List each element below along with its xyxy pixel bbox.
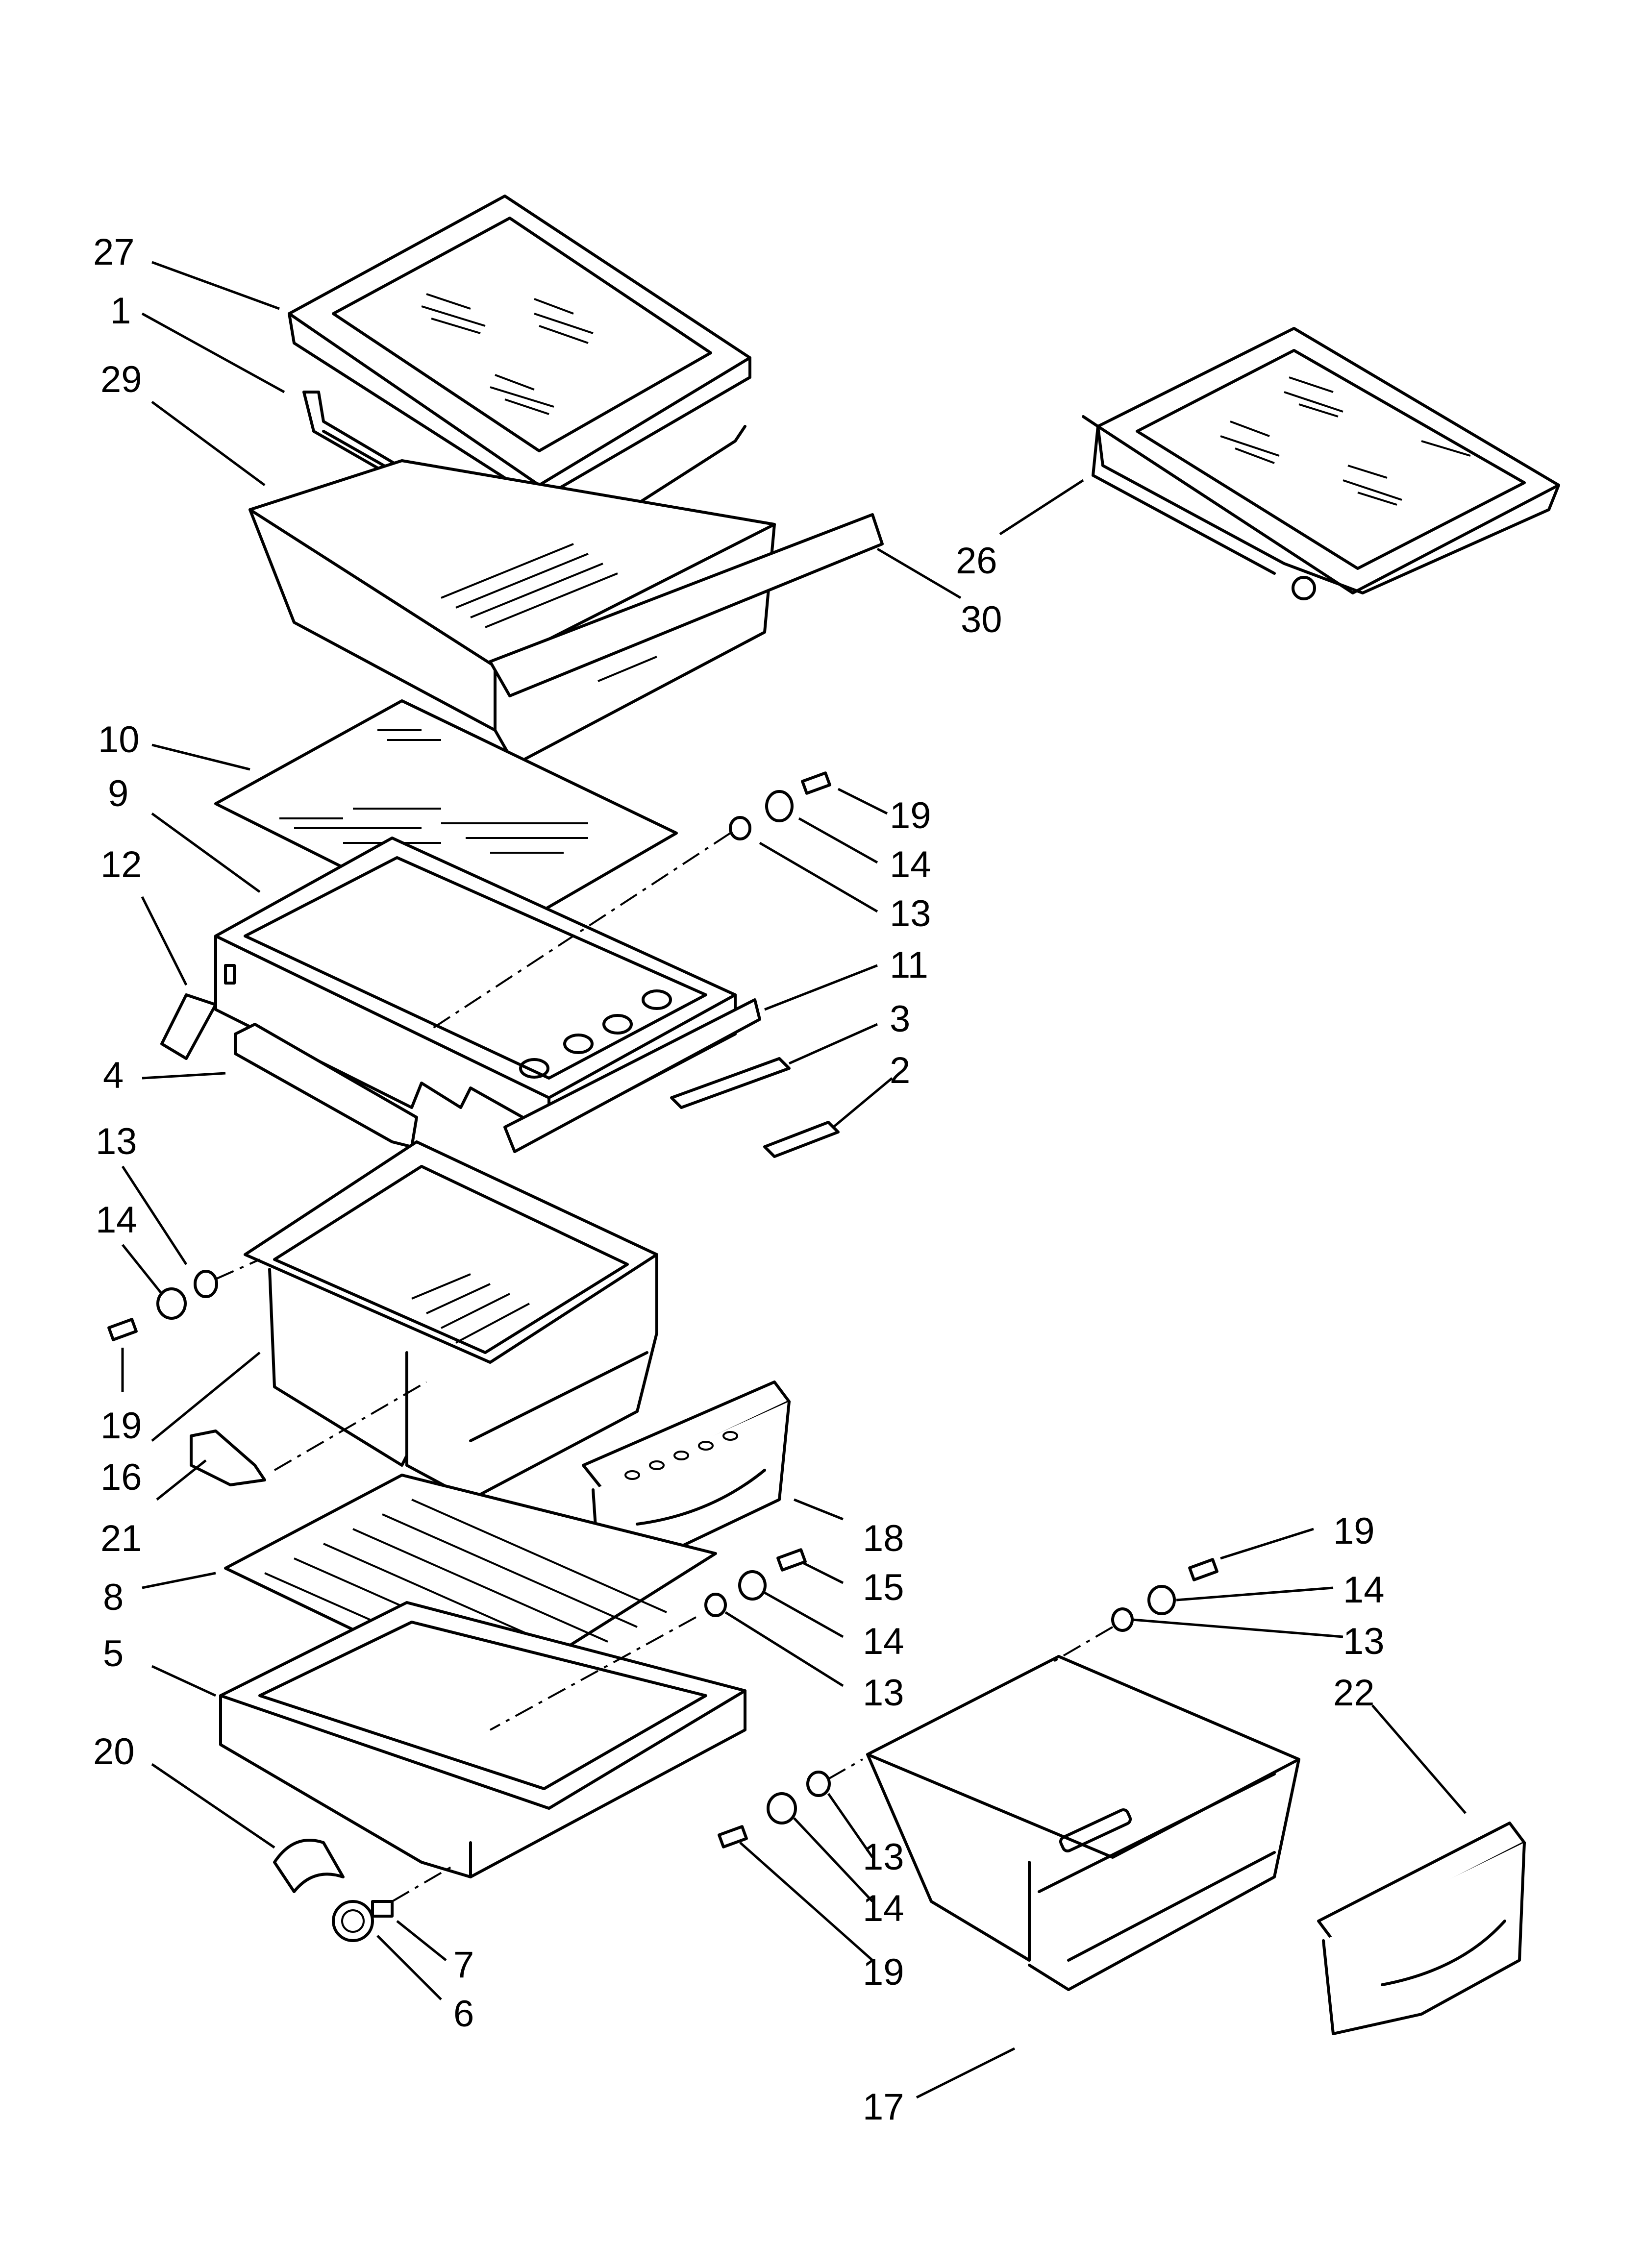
callout-2: 2 bbox=[890, 1050, 910, 1091]
callout-13-b: 13 bbox=[96, 1121, 137, 1162]
callout-16: 16 bbox=[100, 1456, 142, 1498]
callout-7: 7 bbox=[453, 1944, 474, 1986]
part-21-bracket bbox=[190, 1381, 427, 1486]
callout-14-d: 14 bbox=[1343, 1569, 1385, 1611]
callout-labels: 27 1 29 26 30 10 9 19 14 13 12 11 3 4 2 … bbox=[93, 231, 1385, 2128]
callout-18: 18 bbox=[863, 1518, 904, 1559]
part-20-clip bbox=[273, 1839, 345, 1893]
part-17-drawer bbox=[866, 1655, 1300, 1991]
callout-19-c: 19 bbox=[1333, 1510, 1375, 1552]
fasteners-left bbox=[107, 1258, 260, 1341]
callout-15: 15 bbox=[863, 1567, 904, 1608]
callout-30: 30 bbox=[961, 599, 1002, 641]
callout-8: 8 bbox=[103, 1577, 124, 1618]
part-22-front bbox=[1317, 1822, 1526, 2035]
part-27-shelf bbox=[288, 195, 751, 501]
callout-19-b: 19 bbox=[100, 1405, 142, 1447]
callout-29: 29 bbox=[100, 359, 142, 400]
leader-lines bbox=[121, 261, 1467, 2099]
callout-22: 22 bbox=[1333, 1672, 1375, 1714]
callout-19-d: 19 bbox=[863, 1951, 904, 1993]
callout-14-e: 14 bbox=[863, 1888, 904, 1929]
part-5-frame bbox=[219, 1601, 746, 1878]
part-6-7-roller bbox=[332, 1866, 452, 1942]
part-29-pan bbox=[249, 459, 776, 766]
callout-13-a: 13 bbox=[890, 893, 931, 935]
callout-3: 3 bbox=[890, 998, 910, 1040]
callout-13-d: 13 bbox=[1343, 1621, 1385, 1662]
callout-27: 27 bbox=[93, 231, 135, 273]
callout-1: 1 bbox=[110, 290, 131, 332]
callout-5: 5 bbox=[103, 1633, 124, 1675]
callout-13-c: 13 bbox=[863, 1672, 904, 1714]
callout-21: 21 bbox=[100, 1518, 142, 1559]
callout-20: 20 bbox=[93, 1731, 135, 1773]
part-3-plate bbox=[670, 1057, 791, 1109]
part-30-trim bbox=[489, 513, 884, 697]
fasteners-lower-right bbox=[1053, 1558, 1218, 1662]
part-12-bracket bbox=[160, 993, 217, 1060]
callout-4: 4 bbox=[103, 1055, 124, 1096]
callout-14-a: 14 bbox=[890, 844, 931, 886]
part-4-track bbox=[234, 1023, 418, 1148]
callout-14-b: 14 bbox=[96, 1199, 137, 1241]
callout-11: 11 bbox=[890, 944, 928, 986]
callout-17: 17 bbox=[863, 2086, 904, 2128]
callout-13-e: 13 bbox=[863, 1836, 904, 1878]
callout-26: 26 bbox=[956, 540, 997, 582]
callout-12: 12 bbox=[100, 844, 142, 886]
part-2-clip bbox=[763, 1121, 840, 1158]
callout-10: 10 bbox=[98, 719, 140, 761]
callout-6: 6 bbox=[453, 1993, 474, 2035]
callout-9: 9 bbox=[108, 773, 128, 814]
part-16-drawer bbox=[244, 1140, 658, 1501]
part-11-track bbox=[503, 998, 761, 1153]
fasteners-lower-middle bbox=[718, 1758, 863, 1849]
callout-14-c: 14 bbox=[863, 1621, 904, 1662]
part-26-shelf bbox=[1082, 327, 1560, 600]
callout-19-a: 19 bbox=[890, 795, 931, 837]
fasteners-middle-right bbox=[704, 1548, 807, 1617]
fasteners-upper-right bbox=[430, 771, 831, 1030]
